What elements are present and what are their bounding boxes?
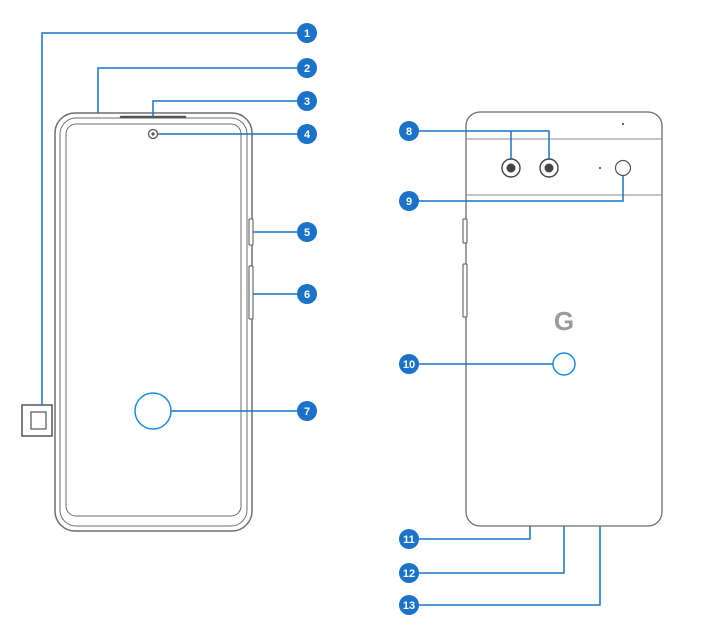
callout-4-badge [297, 124, 317, 144]
callout-9-number: 9 [406, 196, 412, 208]
sim-tray-slot [30, 411, 47, 430]
back-volume-button [462, 263, 468, 318]
front-phone-outer-body [54, 112, 253, 532]
front-phone-screen [65, 123, 242, 517]
rear-camera-wide-lens [544, 163, 554, 173]
callout-1: 1 [297, 23, 317, 43]
front-camera-lens [151, 132, 155, 136]
callout-3-badge [297, 91, 317, 111]
leader-11 [409, 526, 531, 540]
callout-7-badge [297, 401, 317, 421]
back-phone: G [462, 111, 663, 527]
callout-3: 3 [297, 91, 317, 111]
callout-12-badge [399, 563, 419, 583]
callout-2-badge [297, 58, 317, 78]
rear-mic-dot [621, 122, 625, 126]
leader-12 [409, 526, 565, 574]
front-phone [21, 112, 254, 532]
callout-5: 5 [297, 222, 317, 242]
callout-1-number: 1 [304, 28, 310, 40]
callout-5-number: 5 [304, 227, 310, 239]
callout-7: 7 [297, 401, 317, 421]
callout-2: 2 [297, 58, 317, 78]
callout-11-number: 11 [403, 534, 415, 546]
callout-9-badge [399, 191, 419, 211]
callout-8: 8 [399, 121, 419, 141]
callout-8-badge [399, 121, 419, 141]
callout-13: 13 [399, 595, 419, 615]
power-button [248, 218, 254, 246]
google-logo: G [554, 306, 574, 336]
callout-2-number: 2 [304, 63, 310, 75]
callout-4-number: 4 [304, 129, 311, 141]
callout-13-badge [399, 595, 419, 615]
callout-8-number: 8 [406, 126, 412, 138]
callout-4: 4 [297, 124, 317, 144]
callout-10-badge [399, 354, 419, 374]
callout-10: 10 [399, 354, 419, 374]
callout-5-badge [297, 222, 317, 242]
callout-3-number: 3 [304, 96, 310, 108]
leader-9 [409, 176, 624, 202]
rear-flash [614, 159, 632, 177]
callout-7-number: 7 [304, 406, 310, 418]
leader-3 [152, 100, 307, 116]
volume-button [248, 265, 254, 320]
callout-6-number: 6 [304, 289, 310, 301]
back-power-button [462, 218, 468, 244]
leader-2 [97, 67, 307, 113]
callout-10-number: 10 [403, 359, 415, 371]
leader-lines [41, 32, 624, 606]
callout-11-badge [399, 529, 419, 549]
callout-6: 6 [297, 284, 317, 304]
leader-13 [409, 526, 601, 606]
callout-6-badge [297, 284, 317, 304]
sim-tray [21, 404, 53, 437]
callout-12-number: 12 [403, 568, 415, 580]
rear-camera-main-lens [506, 163, 516, 173]
callout-11: 11 [399, 529, 419, 549]
callouts: 1 2 3 4 5 6 7 8 [297, 23, 419, 615]
callout-1-badge [297, 23, 317, 43]
callout-9: 9 [399, 191, 419, 211]
rear-sensor-dot [598, 166, 602, 170]
leader-8 [409, 130, 550, 159]
leader-1 [41, 32, 307, 405]
callout-13-number: 13 [403, 600, 415, 612]
callout-12: 12 [399, 563, 419, 583]
